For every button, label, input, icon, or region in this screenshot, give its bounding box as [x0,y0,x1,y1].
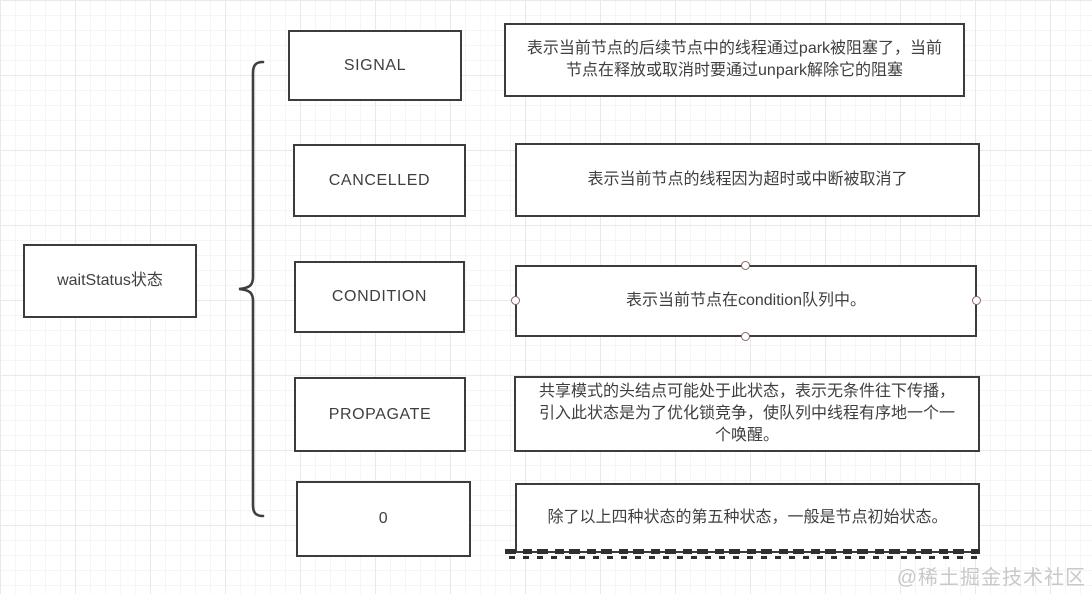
description-box-signal[interactable]: 表示当前节点的后续节点中的线程通过park被阻塞了，当前 节点在释放或取消时要通… [504,23,965,97]
render-artifact-strip [505,549,984,561]
connection-handle-bottom[interactable] [741,332,750,341]
waitstatus-root-label: waitStatus状态 [57,272,163,289]
shape-state-condition[interactable]: CONDITION [294,261,465,333]
description-box-cancelled[interactable]: 表示当前节点的线程因为超时或中断被取消了 [515,143,980,217]
curly-brace[interactable] [230,55,276,527]
description-zero-text: 除了以上四种状态的第五种状态，一般是节点初始状态。 [547,509,948,526]
connection-handle-top[interactable] [741,261,750,270]
shape-state-zero[interactable]: 0 [296,481,471,557]
connection-handle-right[interactable] [972,296,981,305]
description-box-condition[interactable]: 表示当前节点在condition队列中。 [515,265,977,337]
shape-state-cancelled[interactable]: CANCELLED [293,144,466,217]
shape-state-signal[interactable]: SIGNAL [288,30,462,101]
description-propagate-text: 共享模式的头结点可能处于此状态，表示无条件往下传播， 引入此状态是为了优化锁竞争… [538,383,955,444]
description-cancelled-text: 表示当前节点的线程因为超时或中断被取消了 [587,171,908,188]
state-propagate-label: PROPAGATE [328,405,432,423]
state-condition-label: CONDITION [331,288,428,305]
shape-waitstatus-root[interactable]: waitStatus状态 [23,244,197,318]
description-box-zero[interactable]: 除了以上四种状态的第五种状态，一般是节点初始状态。 [515,483,980,553]
watermark: @稀土掘金技术社区 [896,567,1086,589]
state-signal-label: SIGNAL [343,56,407,74]
description-condition-text: 表示当前节点在condition队列中。 [625,292,867,309]
description-box-propagate[interactable]: 共享模式的头结点可能处于此状态，表示无条件往下传播， 引入此状态是为了优化锁竞争… [514,376,980,452]
shape-state-propagate[interactable]: PROPAGATE [294,377,466,452]
description-signal-text: 表示当前节点的后续节点中的线程通过park被阻塞了，当前 节点在释放或取消时要通… [526,40,943,79]
curly-brace-path [238,60,265,518]
state-zero-label: 0 [378,510,389,527]
connection-handle-left[interactable] [511,296,520,305]
state-cancelled-label: CANCELLED [328,171,431,189]
